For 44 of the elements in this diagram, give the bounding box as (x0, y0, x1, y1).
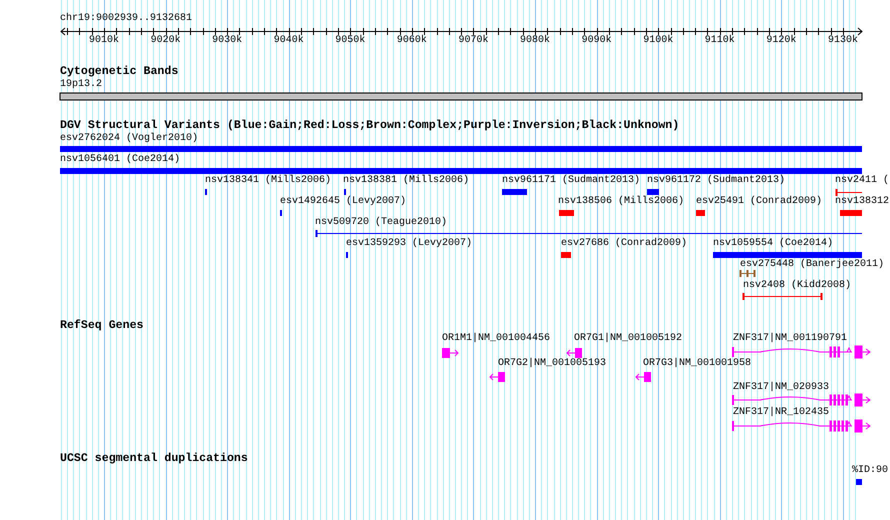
feature-label: esv27686 (Conrad2009) (561, 239, 688, 249)
feature-label: ZNF317|NR_102435 (733, 408, 830, 418)
feature-label: 19p13.2 (60, 80, 102, 90)
feature-label: esv25491 (Conrad2009) (696, 197, 822, 207)
feature-label: nsv138341 (Mills2006) (205, 176, 332, 186)
feature-label: esv2762024 (Vogler2010) (60, 134, 198, 144)
tick-label: 9090k (582, 36, 612, 46)
track-title: DGV Structural Variants (Blue:Gain;Red:Loss;Brown:Complex;Purple:Inversion;Black:Unknown) (60, 120, 680, 132)
feature-label: nsv961171 (Sudmant2013) (502, 176, 640, 186)
tick-label: 9060k (396, 36, 427, 46)
tick-label: 9070k (458, 36, 488, 46)
feature-label: OR7G1|NM_001005192 (574, 334, 682, 344)
feature-label: %ID:90 (852, 466, 888, 476)
track-title: Cytogenetic Bands (60, 66, 178, 78)
feature-label: OR7G2|NM_001005193 (498, 359, 606, 369)
feature-label: nsv2411 ( (835, 176, 890, 186)
feature-label: nsv1059554 (Coe2014) (713, 239, 834, 249)
tick-label: 9120k (766, 36, 796, 46)
tick-label: 9050k (335, 36, 366, 46)
tick-label: 9030k (212, 36, 242, 46)
feature-label: esv1492645 (Levy2007) (280, 197, 406, 207)
feature-label: nsv138506 (Mills2006) (558, 197, 684, 207)
feature-label: nsv138312 (835, 197, 890, 207)
feature-label: nsv1056401 (Coe2014) (60, 155, 180, 165)
feature-label: OR7G3|NM_001001958 (643, 359, 752, 369)
tick-label: 9110k (704, 36, 735, 46)
tick-label: 9080k (520, 36, 550, 46)
feature-label: nsv961172 (Sudmant2013) (647, 176, 786, 186)
feature-label: nsv138381 (Mills2006) (343, 176, 470, 186)
feature-label: esv275448 (Banerjee2011) (740, 260, 884, 270)
track-title: UCSC segmental duplications (60, 453, 248, 465)
tick-label: 9010k (89, 36, 119, 46)
feature-label: OR1M1|NM_001004456 (442, 334, 550, 344)
tick-label: 9020k (150, 36, 181, 46)
feature-label: ZNF317|NM_020933 (733, 383, 830, 393)
tick-label: 9130k (828, 36, 858, 46)
feature-label: ZNF317|NM_001190791 (733, 334, 848, 344)
tick-label: 9100k (643, 36, 674, 46)
track-title: RefSeq Genes (60, 320, 144, 332)
feature-label: chr19:9002939..9132681 (60, 14, 192, 24)
feature-label: esv1359293 (Levy2007) (346, 239, 472, 249)
feature-label: nsv509720 (Teague2010) (315, 218, 448, 228)
tick-label: 9040k (274, 36, 304, 46)
feature-label: nsv2408 (Kidd2008) (743, 281, 852, 291)
